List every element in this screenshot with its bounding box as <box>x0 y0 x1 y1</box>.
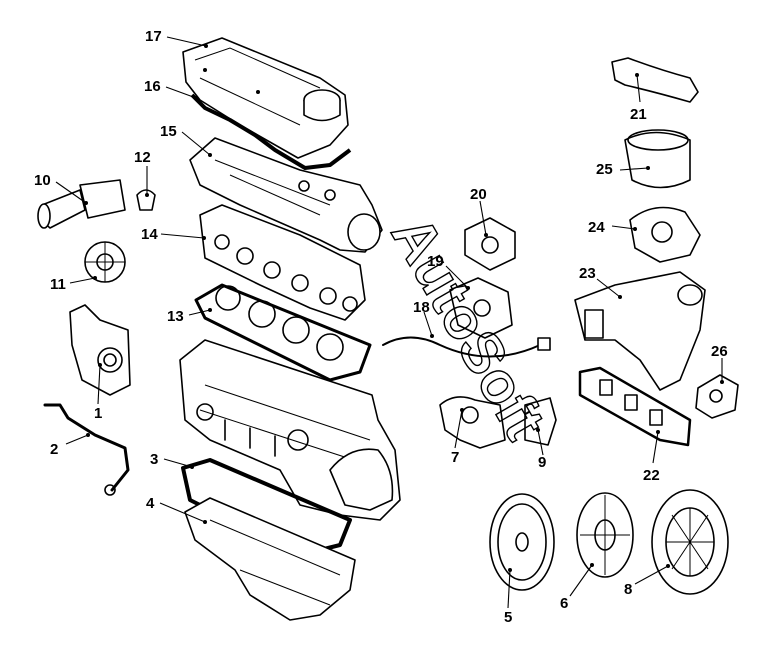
distributor-body <box>449 277 513 339</box>
fuel-pump <box>695 374 739 419</box>
callout-11: 11 <box>50 276 66 293</box>
callout-15: 15 <box>160 123 177 140</box>
distributor-cap <box>464 217 516 271</box>
air-intake-hose <box>611 57 699 103</box>
oil-pan-gasket <box>181 458 352 557</box>
callout-26: 26 <box>711 343 728 360</box>
callout-14: 14 <box>141 226 158 243</box>
callout-18: 18 <box>413 299 430 316</box>
valve-cover-gasket <box>190 93 352 170</box>
callout-7: 7 <box>451 449 459 466</box>
callout-19: 19 <box>427 253 444 270</box>
callout-3: 3 <box>150 451 158 468</box>
pump-housing <box>69 304 131 396</box>
callout-numbers: 17 16 15 12 10 14 11 13 1 2 3 4 5 6 8 7 … <box>34 28 728 626</box>
callout-22: 22 <box>643 467 660 484</box>
callout-6: 6 <box>560 595 568 612</box>
callout-20: 20 <box>470 186 487 203</box>
temperature-sensor <box>136 189 156 211</box>
callout-17: 17 <box>145 28 162 45</box>
air-filter-housing <box>624 129 691 189</box>
cylinder-head-lower <box>199 204 366 321</box>
oil-pan <box>184 497 356 621</box>
throttle-body <box>629 206 701 263</box>
callout-25: 25 <box>596 161 613 178</box>
exhaust-manifold <box>574 271 706 391</box>
callout-21: 21 <box>630 106 647 123</box>
pressure-plate <box>651 489 729 595</box>
cable-connector <box>537 337 551 351</box>
valve-cover <box>182 37 349 159</box>
manifold-gasket <box>578 366 692 447</box>
engine-block <box>179 339 401 521</box>
callout-23: 23 <box>579 265 596 282</box>
dipstick-end <box>104 484 116 496</box>
callout-12: 12 <box>134 149 151 166</box>
callout-24: 24 <box>588 219 605 236</box>
clutch-disc <box>576 492 634 578</box>
callout-8: 8 <box>624 581 632 598</box>
head-gasket <box>194 283 372 382</box>
oil-dipstick-tube <box>43 403 130 492</box>
sensor-cable <box>382 336 541 358</box>
callout-5: 5 <box>504 609 512 626</box>
thermostat-housing <box>37 179 126 229</box>
callout-4: 4 <box>146 495 155 512</box>
starter-bracket <box>524 397 557 446</box>
water-pump <box>84 241 126 283</box>
callout-13: 13 <box>167 308 184 325</box>
callout-10: 10 <box>34 172 51 189</box>
flywheel <box>489 493 555 591</box>
leader-lines <box>55 36 724 609</box>
cylinder-head <box>189 137 383 253</box>
starter-motor <box>439 396 506 449</box>
callout-2: 2 <box>50 441 58 458</box>
callout-16: 16 <box>144 78 161 95</box>
callout-1: 1 <box>94 405 102 422</box>
callout-9: 9 <box>538 454 546 471</box>
